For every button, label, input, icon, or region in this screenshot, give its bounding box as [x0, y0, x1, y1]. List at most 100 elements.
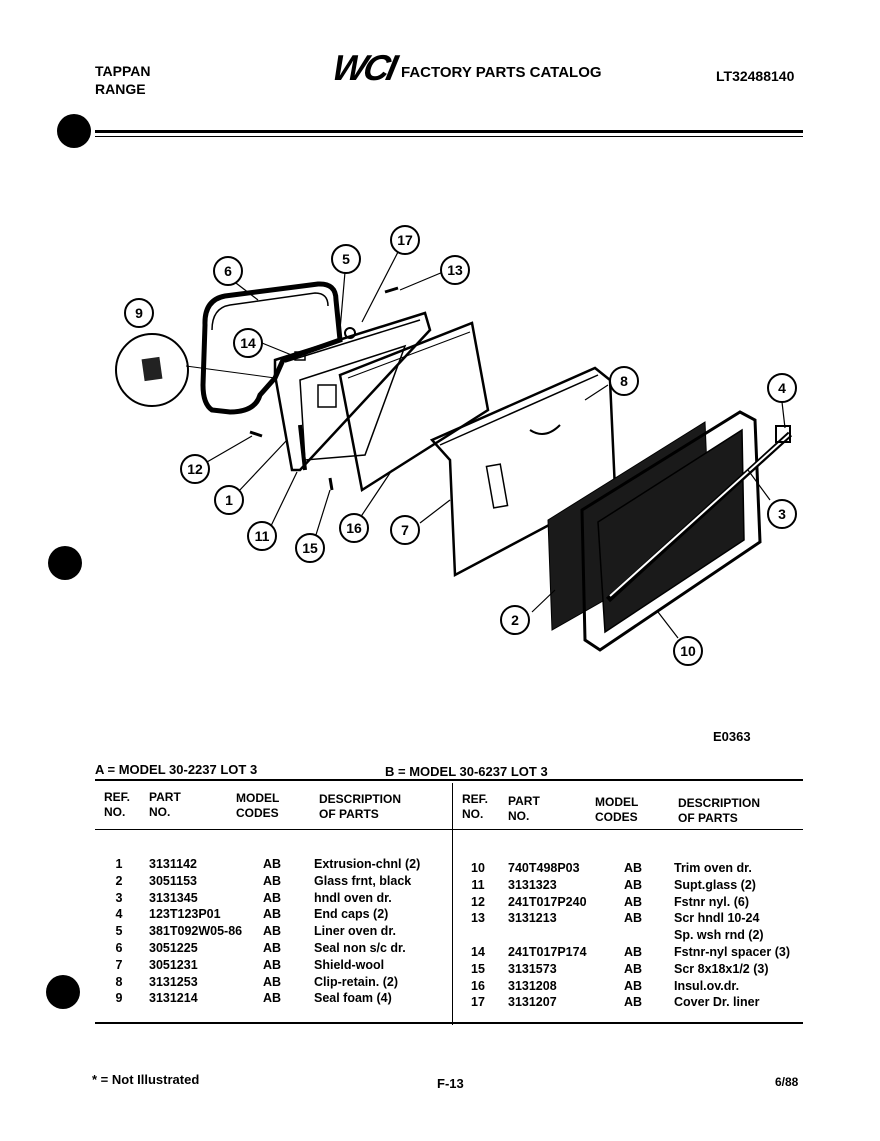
description-cell: Seal foam (4): [314, 991, 392, 1006]
ref-cell: 3: [115, 890, 123, 905]
table-bottom-rule: [95, 1022, 803, 1024]
description-cell: Fstnr-nyl spacer (3): [674, 945, 791, 959]
part-number-cell: 740T498P03: [508, 861, 580, 875]
callout-3: 3: [778, 506, 786, 522]
callout-10: 10: [680, 643, 696, 659]
header-rule: [95, 130, 803, 133]
model-code-cell: AB: [263, 974, 282, 989]
part-number-cell: 3131573: [508, 961, 557, 976]
model-code-cell: AB: [624, 961, 643, 976]
ref-cell: 13: [471, 911, 485, 926]
part-number-cell: 3131208: [508, 978, 557, 993]
hdr-ref-right: REF.NO.: [462, 792, 489, 821]
callout-4: 4: [778, 380, 786, 396]
ref-cell: 9: [115, 991, 123, 1006]
table-top-rule: [95, 779, 803, 781]
description-cell: Sp. wsh rnd (2): [674, 928, 764, 943]
brand-line1: TAPPAN: [95, 63, 151, 79]
callout-11: 11: [255, 528, 270, 544]
description-cell: Extrusion-chnl (2): [314, 857, 421, 871]
part-number-cell: 3131323: [508, 877, 557, 892]
model-code-cell: AB: [263, 873, 282, 888]
binder-hole-middle: [48, 546, 82, 580]
model-code-cell: AB: [263, 941, 282, 955]
ref-cell: 7: [115, 957, 123, 972]
description-cell: Fstnr nyl. (6): [674, 894, 750, 909]
page-number: F-13: [437, 1076, 464, 1091]
diagram-code: E0363: [713, 729, 751, 744]
callout-1: 1: [225, 492, 233, 508]
callout-12: 12: [187, 461, 203, 477]
ref-cell: 14: [471, 945, 485, 959]
model-code-cell: AB: [624, 894, 643, 909]
description-cell: Insul.ov.dr.: [674, 978, 740, 993]
callout-7: 7: [401, 522, 409, 538]
callout-16: 16: [346, 520, 362, 536]
ref-cell: 1: [115, 857, 123, 871]
callout-5: 5: [342, 251, 350, 267]
binder-hole-bottom: [46, 975, 80, 1009]
brand-line2: RANGE: [95, 81, 146, 97]
model-code-cell: AB: [624, 978, 643, 993]
table-header-rule: [95, 829, 803, 830]
callout-14: 14: [240, 335, 256, 351]
part-number-cell: 3051153: [149, 873, 197, 888]
model-code-cell: AB: [263, 957, 282, 972]
model-b-label: B = MODEL 30-6237 LOT 3: [385, 764, 548, 779]
model-code-cell: AB: [624, 877, 643, 892]
callout-13: 13: [447, 262, 463, 278]
description-cell: Scr 8x18x1/2 (3): [674, 961, 769, 976]
binder-hole-top: [57, 114, 91, 148]
part-number-cell: 3051231: [149, 957, 198, 972]
ref-cell: 10: [471, 861, 485, 875]
model-code-cell: AB: [624, 995, 643, 1010]
description-cell: Seal non s/c dr.: [314, 941, 406, 955]
catalog-title: FACTORY PARTS CATALOG: [401, 64, 602, 81]
description-cell: Clip-retain. (2): [314, 974, 399, 989]
callout-17: 17: [397, 232, 413, 248]
part-number-cell: 3131142: [149, 857, 197, 871]
description-cell: Scr hndl 10-24: [674, 911, 760, 926]
description-cell: Shield-wool: [314, 957, 385, 972]
model-code-cell: AB: [263, 890, 282, 905]
part-number-cell: 381T092W05-86: [149, 924, 243, 939]
part-number-cell: 3131253: [149, 974, 198, 989]
callout-6: 6: [224, 263, 232, 279]
part-number-cell: 3051225: [149, 941, 198, 955]
description-cell: Trim oven dr.: [674, 861, 752, 875]
callout-2: 2: [511, 612, 519, 628]
exploded-parts-diagram: 9 6 5 17 13 14 8 4 12 1 3 11 15 16 7 2 1…: [115, 225, 797, 666]
ref-cell: 15: [471, 961, 485, 976]
part-number-cell: 3131214: [149, 991, 198, 1006]
description-cell: Cover Dr. liner: [674, 995, 760, 1010]
detail-circle-9: [115, 333, 189, 407]
ref-cell: 8: [115, 974, 123, 989]
part-number-cell: 3131207: [508, 995, 557, 1010]
footer-date: 6/88: [775, 1075, 799, 1089]
model-code-cell: AB: [624, 861, 643, 875]
table-center-divider: [452, 783, 453, 1025]
part-number-cell: 241T017P240: [508, 894, 587, 909]
description-cell: Glass frnt, black: [314, 873, 412, 888]
description-cell: Supt.glass (2): [674, 877, 756, 892]
ref-cell: 17: [471, 995, 485, 1010]
model-code-cell: AB: [263, 857, 282, 871]
callout-9: 9: [135, 305, 143, 321]
model-code-cell: AB: [263, 907, 282, 922]
model-a-label: A = MODEL 30-2237 LOT 3: [95, 762, 258, 777]
part-number-cell: 3131213: [508, 911, 557, 926]
model-code-cell: AB: [263, 924, 282, 939]
ref-cell: 16: [471, 978, 485, 993]
description-cell: hndl oven dr.: [314, 890, 392, 905]
ref-cell: 6: [115, 941, 123, 955]
description-cell: End caps (2): [314, 907, 389, 922]
part-number-cell: 241T017P174: [508, 945, 587, 959]
part-number-cell: 123T123P01: [149, 907, 221, 922]
hdr-ref-left: REF.NO.: [104, 790, 131, 819]
header-rule-thin: [95, 136, 803, 137]
